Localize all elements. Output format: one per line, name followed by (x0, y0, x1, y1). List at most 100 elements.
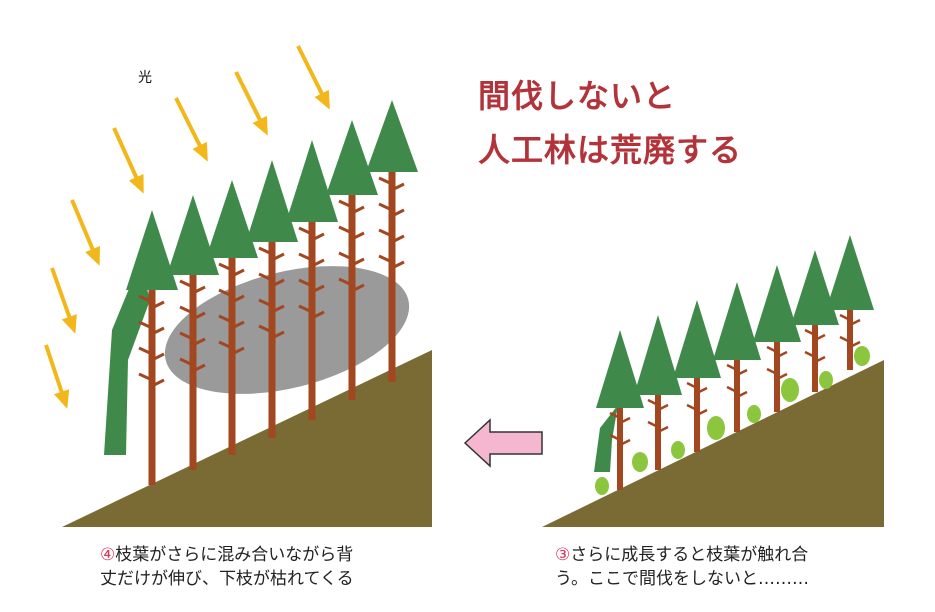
dead-branch (351, 231, 365, 241)
branch (776, 372, 788, 381)
tree-canopy (826, 235, 874, 310)
undergrowth-bush (632, 452, 648, 472)
branch (647, 398, 659, 407)
branch (657, 425, 669, 434)
withered-lower-canopy (104, 262, 150, 455)
dead-branch (192, 337, 206, 347)
trunk (189, 215, 197, 470)
branch (609, 411, 621, 420)
caption-left-number: ④ (100, 545, 116, 565)
dead-branch (151, 300, 165, 310)
dead-branch (298, 226, 313, 236)
undergrowth-bush (595, 477, 609, 495)
dead-branch (192, 285, 206, 295)
dead-branch (218, 288, 233, 298)
sunlight-arrowhead (53, 389, 70, 409)
right-hillside (542, 360, 884, 527)
tree-canopy (326, 120, 378, 195)
trunk (812, 265, 818, 392)
trunk (774, 280, 780, 412)
dead-branch (258, 298, 273, 308)
branch (849, 318, 861, 327)
shade-ellipse (164, 266, 410, 394)
tree-canopy (713, 282, 761, 360)
tree-canopy (753, 265, 801, 342)
caption-left: ④枝葉がさらに混み合いながら背 丈だけが伸び、下枝が枯れてくる (100, 543, 354, 591)
dead-branch (179, 331, 194, 341)
title-line1: 間伐しないと (478, 77, 677, 115)
dead-branch (391, 182, 405, 192)
sunlight-arrowhead (252, 115, 268, 136)
tree-canopy (791, 250, 839, 325)
branch (726, 363, 738, 372)
dead-branch (378, 176, 393, 186)
dead-branch (179, 279, 194, 289)
tree-canopy (634, 315, 682, 395)
tree-canopy (286, 140, 338, 222)
branch (814, 355, 826, 364)
dead-branch (311, 232, 325, 242)
dead-branch (378, 228, 393, 238)
branch (766, 367, 778, 376)
dead-branch (271, 304, 285, 314)
tree-canopy (673, 300, 721, 378)
tree-canopy (126, 210, 178, 290)
caption-right-number: ③ (555, 545, 571, 565)
branch (804, 350, 816, 359)
dead-branch (138, 294, 153, 304)
branch (736, 390, 748, 399)
trunk (308, 160, 316, 420)
dead-branch (218, 340, 233, 350)
undergrowth-bush (819, 371, 833, 389)
branch (686, 381, 698, 390)
dead-branch (258, 246, 273, 256)
dead-branch (192, 363, 206, 373)
dead-branch (179, 357, 194, 367)
sunlight-arrowhead (314, 89, 330, 110)
branch (849, 340, 861, 349)
dead-branch (192, 311, 206, 321)
title-line2: 人工林は荒廃する (478, 131, 743, 169)
tree-canopy (246, 160, 298, 242)
branch (736, 368, 748, 377)
sunlight-arrowhead (128, 173, 144, 194)
undergrowth-bush (781, 378, 799, 402)
tree-canopy (206, 180, 258, 258)
undergrowth-bush (854, 346, 870, 366)
dead-branch (151, 326, 165, 336)
dead-branch (151, 352, 165, 362)
branch (696, 386, 708, 395)
dead-branch (338, 277, 353, 287)
dead-branch (151, 378, 165, 388)
tree-canopy (366, 100, 418, 172)
dead-branch (391, 260, 405, 270)
dead-branch (271, 278, 285, 288)
light-label: 光 (138, 70, 152, 86)
dead-branch (311, 258, 325, 268)
dead-branch (298, 304, 313, 314)
branch (726, 385, 738, 394)
dead-branch (351, 257, 365, 267)
dead-branch (271, 252, 285, 262)
dead-branch (351, 283, 365, 293)
tree-canopy (596, 330, 644, 408)
dead-branch (338, 225, 353, 235)
dead-branch (258, 272, 273, 282)
right-forest (594, 235, 874, 495)
trunk (348, 140, 356, 400)
dead-branch (311, 310, 325, 320)
lower-canopy (594, 405, 618, 472)
dead-branch (271, 330, 285, 340)
caption-right: ③さらに成長すると枝葉が触れ合 う。ここで間伐をしないと……… (555, 543, 809, 591)
branch (619, 416, 631, 425)
branch (814, 333, 826, 342)
dead-branch (179, 305, 194, 315)
branch (657, 403, 669, 412)
branch (839, 335, 851, 344)
undergrowth-bush (671, 441, 685, 459)
sunlight-arrowhead (85, 245, 100, 266)
dead-branch (378, 202, 393, 212)
dead-branch (231, 346, 245, 356)
dead-branch (338, 199, 353, 209)
